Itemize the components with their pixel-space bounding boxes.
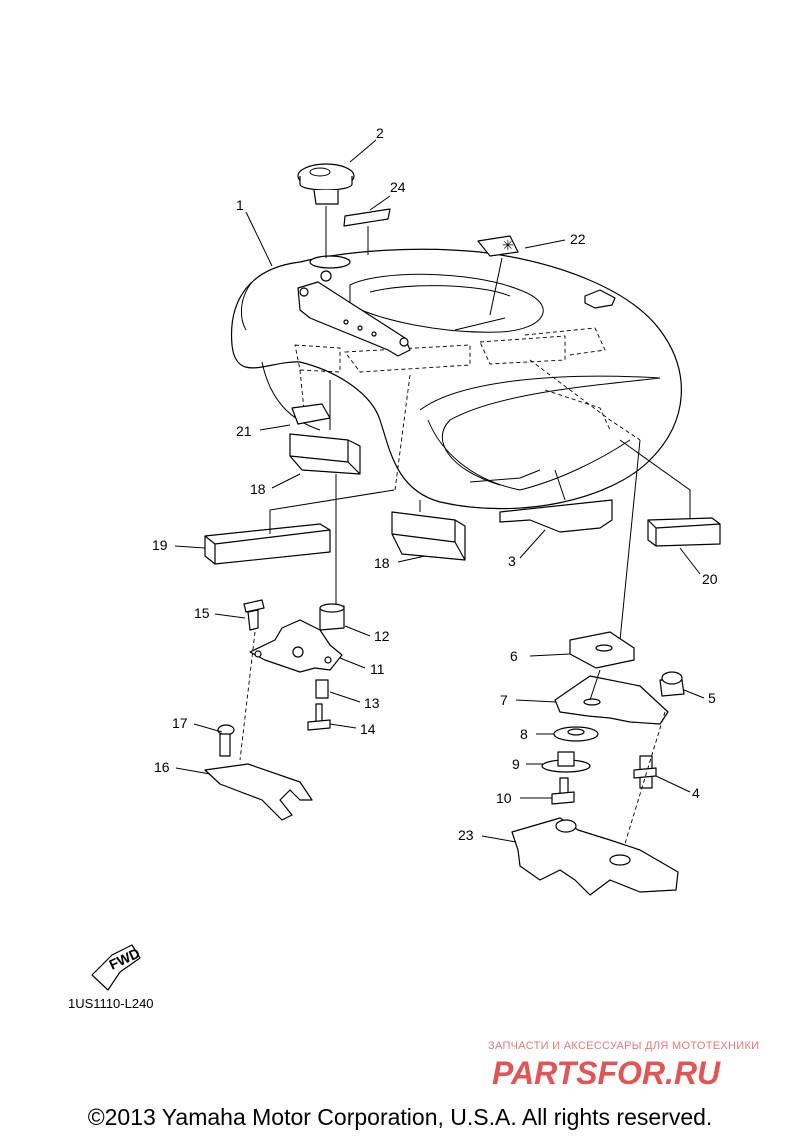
grommet-12 (319, 603, 345, 631)
emblem-mark: ✳ (502, 237, 514, 253)
collar-13 (315, 679, 329, 699)
bolt-15 (243, 599, 265, 631)
stud-4 (633, 755, 657, 789)
callout-7: 7 (500, 692, 508, 708)
callout-1: 1 (236, 197, 244, 213)
callout-21: 21 (236, 423, 252, 439)
filler-bracket (297, 270, 411, 357)
callout-13: 13 (364, 695, 380, 711)
callout-18-upper: 18 (250, 481, 266, 497)
callout-9: 9 (512, 756, 520, 772)
damper-19 (204, 523, 331, 565)
callout-8: 8 (520, 726, 528, 742)
pad-3 (499, 499, 613, 533)
callout-22: 22 (570, 231, 586, 247)
watermark-brand: PARTSFOR.RU (492, 1055, 721, 1091)
callout-15: 15 (194, 605, 210, 621)
callout-6: 6 (510, 648, 518, 664)
bracket-7 (554, 675, 669, 725)
watermark-tagline: ЗАПЧАСТИ И АКСЕССУАРЫ ДЛЯ МОТОТЕХНИКИ (488, 1040, 760, 1052)
callout-20: 20 (702, 571, 718, 587)
leader-lines (174, 139, 705, 843)
damper-6 (569, 631, 635, 669)
callout-17: 17 (172, 715, 188, 731)
callout-2: 2 (376, 125, 384, 141)
callout-5: 5 (708, 690, 716, 706)
fuel-cap (297, 163, 355, 205)
callout-4: 4 (692, 785, 700, 801)
callout-3: 3 (508, 553, 516, 569)
tank-fitting (584, 289, 616, 309)
damper-18b (391, 511, 466, 561)
bracket-23 (511, 817, 679, 896)
callout-18-lower: 18 (374, 555, 390, 571)
callout-10: 10 (496, 790, 512, 806)
watermark: ЗАПЧАСТИ И АКСЕССУАРЫ ДЛЯ МОТОТЕХНИКИ PA… (488, 1040, 788, 1097)
callout-24: 24 (390, 179, 406, 195)
bracket-11 (249, 619, 343, 673)
callout-16: 16 (154, 759, 170, 775)
callout-11: 11 (370, 661, 385, 677)
callout-numbers: 1 2 24 22 21 18 19 18 3 20 15 12 11 13 1… (152, 125, 718, 843)
bolt-10 (551, 777, 575, 805)
bolt-17 (217, 724, 235, 757)
fwd-arrow-icon: FWD (91, 944, 142, 991)
bolt-14 (307, 703, 331, 731)
filler-neck (309, 255, 351, 269)
stay-16 (204, 763, 313, 821)
damper-18a (289, 433, 361, 475)
nut-5 (659, 671, 685, 697)
caution-label (343, 208, 391, 227)
collar-9 (541, 751, 591, 773)
copyright-notice: ©2013 Yamaha Motor Corporation, U.S.A. A… (87, 1104, 713, 1130)
callout-19: 19 (152, 537, 168, 553)
callout-12: 12 (374, 628, 390, 644)
diagram-code: 1US1110-L240 (68, 996, 154, 1011)
damper-21 (291, 403, 331, 425)
callout-23: 23 (458, 827, 474, 843)
callout-14: 14 (360, 721, 376, 737)
watermark-logo: PARTSFOR.RU (492, 1055, 721, 1091)
damper-20 (647, 517, 721, 547)
emblem (477, 235, 519, 257)
